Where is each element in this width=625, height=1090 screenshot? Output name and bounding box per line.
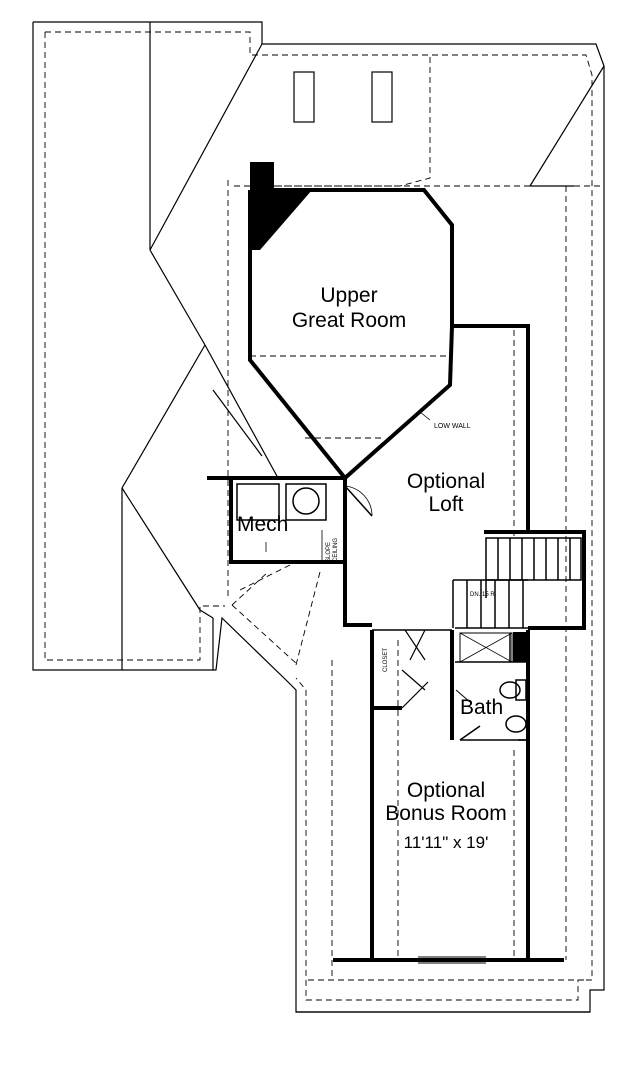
optional-loft-label-line2: Loft	[428, 493, 463, 516]
bonus-room-label-line1: Optional	[407, 779, 485, 802]
slope-ceiling-note-line2: CEILING	[333, 538, 339, 562]
exterior-walls	[207, 188, 586, 962]
bath-label: Bath	[460, 696, 503, 719]
plan-notes: LOW WALL DN. 15 R. SLOPE CEILING CLOSET	[326, 423, 497, 672]
skylight-right	[371, 71, 393, 123]
upper-great-room-label-line1: Upper	[320, 284, 377, 307]
room-labels: Upper Great Room Optional Loft Mech Bath…	[237, 284, 507, 852]
roof-outline	[32, 21, 605, 1013]
fireplace	[250, 162, 312, 250]
skylights	[293, 71, 393, 123]
bonus-room-label-line2: Bonus Room	[385, 802, 506, 825]
slope-ceiling-note-line1: SLOPE	[326, 542, 332, 562]
mech-label: Mech	[237, 513, 288, 536]
optional-loft-label-line1: Optional	[407, 470, 485, 493]
bonus-room-dimensions: 11'11" x 19'	[404, 833, 489, 852]
stair-down-note: DN. 15 R.	[470, 592, 497, 598]
upper-great-room-label-line2: Great Room	[292, 309, 406, 332]
roof-dashed-lines	[44, 31, 600, 1001]
closet-note: CLOSET	[383, 648, 389, 672]
low-wall-note: LOW WALL	[434, 423, 471, 430]
interior-walls	[236, 411, 582, 964]
skylight-left	[293, 71, 315, 123]
